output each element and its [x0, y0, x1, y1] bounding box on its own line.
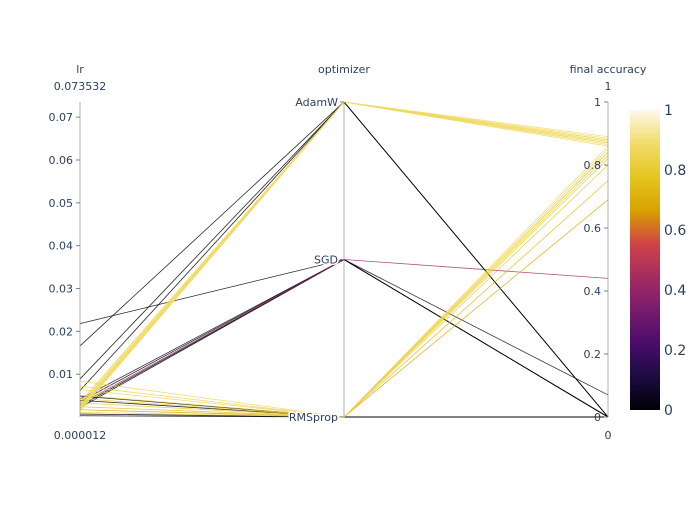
colorbar-gradient	[630, 110, 660, 410]
tick-label: 0.8	[584, 159, 602, 172]
axis-range-min: 0.000012	[54, 429, 107, 442]
axis-title: optimizer	[318, 63, 370, 76]
axis-range-min: 0	[605, 429, 612, 442]
tick-label: 0.01	[49, 368, 74, 381]
tick-label: 0.06	[49, 154, 74, 167]
tick-label: 0.2	[584, 348, 602, 361]
tick-label: 1	[594, 96, 601, 109]
colorbar-tick-label: 0	[664, 403, 673, 419]
tick-label: 0.04	[49, 240, 74, 253]
category-label: RMSprop	[289, 411, 338, 424]
colorbar-tick-label: 0.8	[664, 163, 686, 179]
tick-label: 0	[594, 411, 601, 424]
colorbar-tick-label: 0.2	[664, 343, 686, 359]
tick-label: 0.07	[49, 111, 74, 124]
tick-label: 0.4	[584, 285, 602, 298]
colorbar-tick-label: 1	[664, 103, 673, 119]
category-label: AdamW	[295, 96, 338, 109]
tick-label: 0.6	[584, 222, 602, 235]
tick-label: 0.03	[49, 283, 74, 296]
axis-range-max: 1	[605, 80, 612, 93]
tick-label: 0.02	[49, 325, 74, 338]
colorbar-tick-label: 0.4	[664, 283, 686, 299]
axes-layer: lr 0.073532 0.000012 0.01 0.02 0.03 0.04 0.05 0.…	[49, 63, 647, 442]
axis-final-accuracy: final accuracy 1 00 0.2 0.4 0.6 0.8 1	[570, 63, 647, 442]
axis-range-max: 0.073532	[54, 80, 107, 93]
colorbar-tick-label: 0.6	[664, 223, 686, 239]
tick-label: 0.05	[49, 197, 74, 210]
category-label: SGD	[314, 254, 338, 267]
axis-title: lr	[76, 63, 84, 76]
axis-title: final accuracy	[570, 63, 647, 76]
colorbar: 0 0.2 0.4 0.6 0.8 1	[630, 103, 686, 419]
axis-lr: lr 0.073532 0.000012 0.01 0.02 0.03 0.04 0.05 0.…	[49, 63, 107, 442]
